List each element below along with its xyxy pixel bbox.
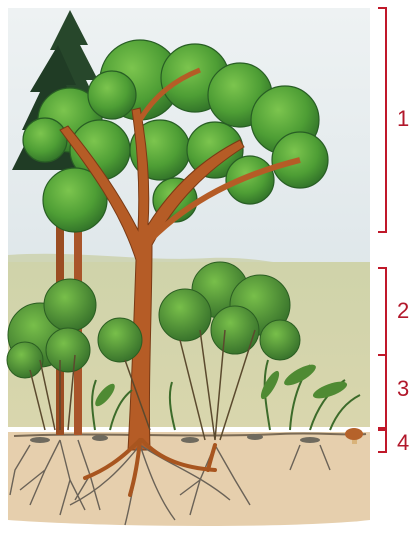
soil-layer	[8, 432, 370, 526]
layer-brackets	[378, 8, 386, 452]
layer-label-2: 2	[397, 300, 409, 322]
bracket-layer-3	[378, 355, 386, 428]
layer-label-1: 1	[397, 108, 409, 130]
soil	[8, 432, 370, 526]
bracket-layer-1	[378, 8, 386, 232]
layer-label-3: 3	[397, 378, 409, 400]
bracket-layer-4	[378, 430, 386, 452]
bracket-layer-2	[378, 268, 386, 355]
layer-label-4: 4	[397, 432, 409, 454]
